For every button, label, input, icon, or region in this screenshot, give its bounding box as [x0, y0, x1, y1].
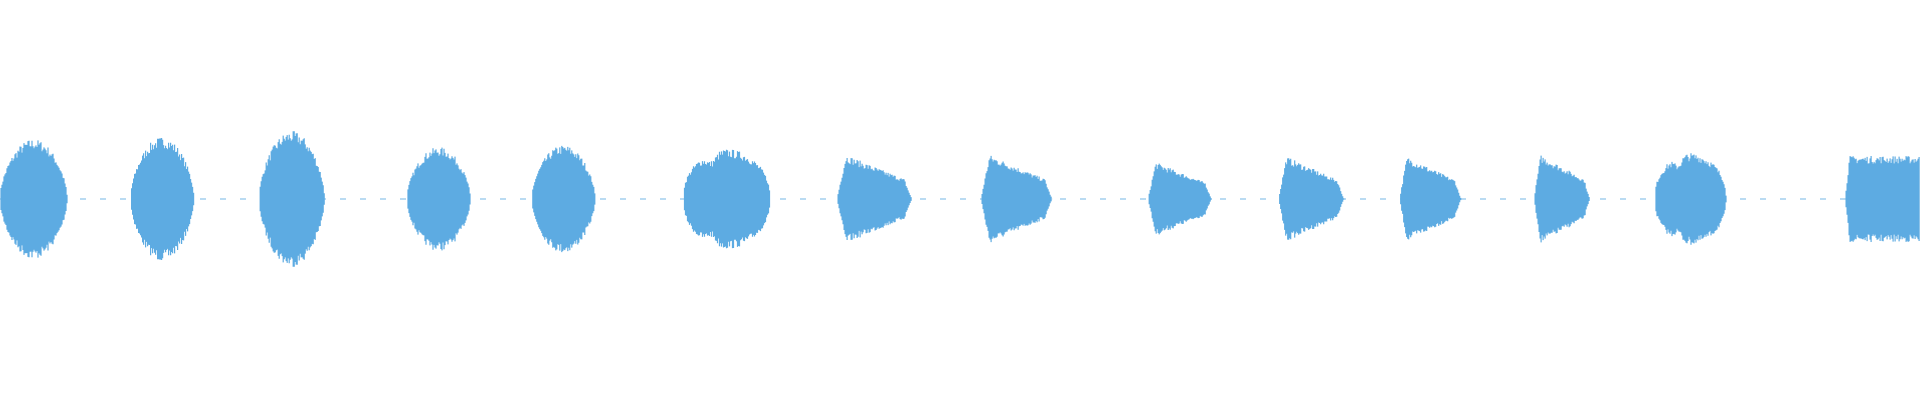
waveform-segment	[1845, 156, 1920, 242]
waveform-segment	[259, 131, 325, 267]
waveform-segment	[1534, 155, 1590, 243]
waveform-peak	[1400, 158, 1462, 240]
waveform-peak	[532, 145, 596, 253]
waveform-segment	[683, 149, 771, 249]
waveform-segment	[837, 158, 912, 240]
waveform-peak	[981, 155, 1053, 243]
waveform-peak	[1534, 155, 1590, 243]
waveform-peak	[1845, 156, 1920, 242]
waveform-segment	[131, 138, 195, 260]
waveform-segment	[1655, 153, 1727, 245]
waveform-peak	[131, 138, 195, 260]
waveform-peak	[1279, 158, 1345, 240]
waveform-peak	[1655, 153, 1727, 245]
waveform-peak	[407, 147, 471, 251]
waveform-peak	[683, 149, 771, 249]
waveform-peak	[1148, 163, 1212, 235]
waveform-segment	[532, 145, 596, 253]
waveform-segments	[0, 131, 1920, 267]
waveform-peak	[0, 140, 68, 258]
waveform-peak	[259, 131, 325, 267]
waveform-segment	[0, 140, 68, 258]
waveform-segment	[407, 147, 471, 251]
waveform-segment	[1148, 163, 1212, 235]
waveform-segment	[1279, 158, 1345, 240]
waveform-segment	[981, 155, 1053, 243]
waveform-peak	[837, 158, 912, 240]
waveform-segment	[1400, 158, 1462, 240]
